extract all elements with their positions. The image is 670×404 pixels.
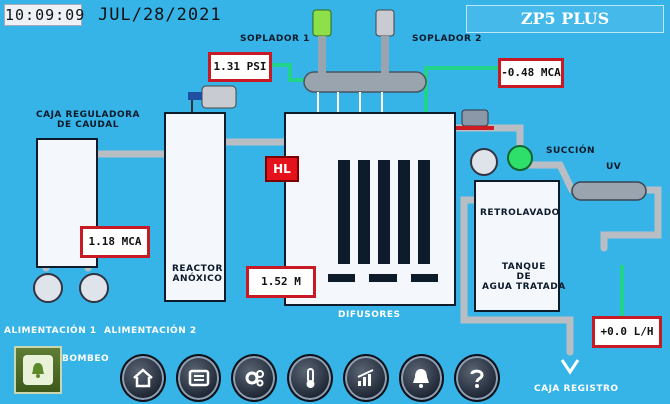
label-retrolavado: RETROLAVADO: [480, 208, 560, 218]
clock: 10:09:09: [4, 4, 86, 26]
flow-readout: +0.0 L/H: [592, 316, 662, 348]
nav-bar: [120, 354, 501, 402]
thermometer-icon: [306, 368, 315, 388]
treated-water-tank: [474, 180, 560, 312]
label-alimentacion-2: ALIMENTACIÓN 2: [104, 326, 197, 336]
uv-lamp: [571, 181, 647, 201]
date: JUL/28/2021: [98, 5, 222, 25]
blower-pressure-readout: 1.31 PSI: [208, 52, 272, 82]
equipment-icon: [188, 369, 209, 387]
label-caja-registro: CAJA REGISTRO: [534, 384, 619, 394]
reactor-tank: [164, 112, 226, 302]
label-soplador-2: SOPLADOR 2: [412, 34, 482, 44]
equipment-button[interactable]: [175, 354, 222, 402]
help-button[interactable]: [454, 354, 501, 402]
drain-arrow: [560, 359, 580, 375]
air-line-suction: [424, 66, 500, 124]
valve: [461, 109, 489, 127]
settings-icon: [245, 370, 265, 387]
alarm-bell-icon: [413, 369, 430, 388]
label-tanque: TANQUE DE AGUA TRATADA: [482, 262, 566, 292]
home-button[interactable]: [120, 354, 166, 402]
regulator-level-readout: 1.18 MCA: [80, 226, 150, 258]
pipe-to-uv: [524, 161, 576, 194]
feed-pump-2: [79, 273, 109, 303]
suction-pressure-readout: -0.48 MCA: [498, 58, 564, 88]
blower-manifold: [303, 71, 427, 93]
high-level-alarm[interactable]: HL: [265, 156, 299, 182]
label-difusores: DIFUSORES: [338, 310, 401, 320]
label-caja-reguladora: CAJA REGULADORA DE CAUDAL: [36, 110, 141, 130]
blower-1: [312, 9, 332, 37]
membrane-level-readout: 1.52 M: [246, 266, 316, 298]
temperature-button[interactable]: [287, 354, 333, 402]
suction-pump: [507, 145, 533, 171]
label-alimentacion-1: ALIMENTACIÓN 1: [4, 326, 97, 336]
bombeo-button[interactable]: [14, 346, 62, 394]
label-succion: SUCCIÓN: [546, 146, 596, 156]
trend-button[interactable]: [342, 354, 389, 402]
home-icon: [133, 368, 153, 388]
pipe-return: [460, 196, 574, 356]
trend-chart-icon: [357, 369, 374, 386]
settings-button[interactable]: [231, 354, 278, 402]
feed-pump-1: [33, 273, 63, 303]
alarm-button[interactable]: [398, 354, 445, 402]
label-soplador-1: SOPLADOR 1: [240, 34, 310, 44]
pipe-uv-out: [600, 186, 662, 252]
mixer-motor: [201, 85, 237, 109]
backwash-pump: [470, 148, 498, 176]
blower-2: [375, 9, 395, 37]
diffuser-bars: [328, 274, 438, 282]
pump-bell-icon: [23, 355, 53, 385]
air-line-pressure: [268, 63, 312, 82]
system-title: ZP5 PLUS: [466, 5, 664, 33]
membrane-modules: [338, 160, 436, 264]
label-reactor: REACTOR ANÓXICO: [172, 264, 223, 284]
label-uv: UV: [606, 162, 622, 172]
help-icon: [470, 369, 484, 388]
label-bombeo: BOMBEO: [62, 354, 110, 364]
